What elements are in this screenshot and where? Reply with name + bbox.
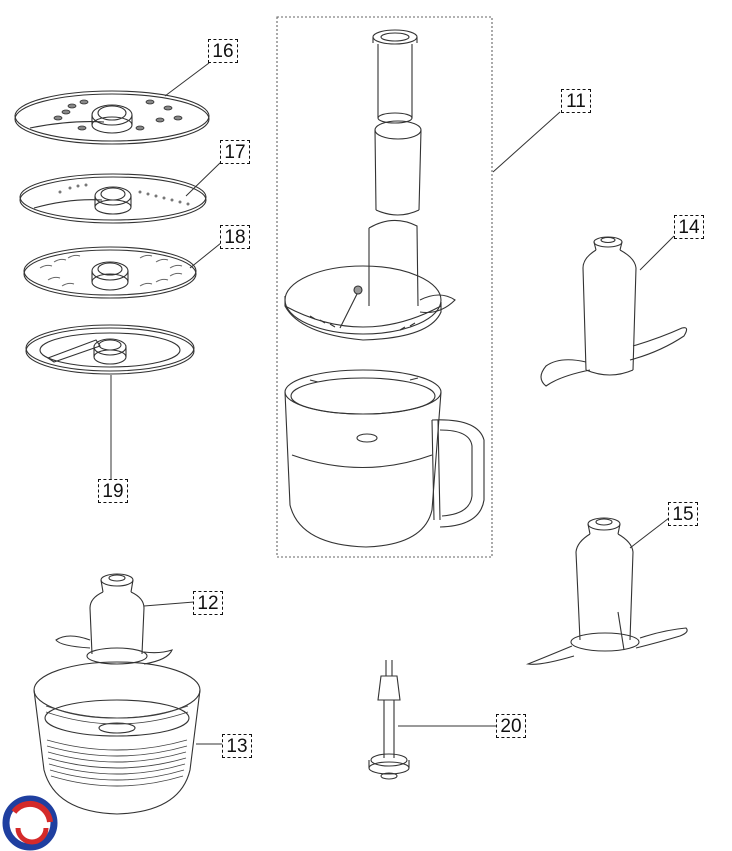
callout-11: 11 [561,89,591,113]
callout-16: 16 [208,39,238,63]
callout-20: 20 [496,714,526,738]
bowl-11 [284,369,485,548]
spindle-20 [368,660,410,780]
callout-18: 18 [220,225,250,249]
disc-17 [19,173,207,224]
blade-12 [55,573,173,665]
callout-17: 17 [220,140,250,164]
disc-18 [23,246,197,299]
disc-19 [25,324,195,375]
brand-logo-mark [2,795,58,851]
callout-19: 19 [98,479,128,503]
callout-15: 15 [668,502,698,526]
blade-14 [540,236,688,387]
pusher-assembly-11 [284,29,456,341]
disc-16 [14,90,210,145]
bowl-13 [33,661,201,815]
group-11-frame [276,16,493,558]
callout-13: 13 [222,734,252,758]
callout-14: 14 [674,215,704,239]
callout-12: 12 [193,591,223,615]
blade-15 [525,517,688,665]
